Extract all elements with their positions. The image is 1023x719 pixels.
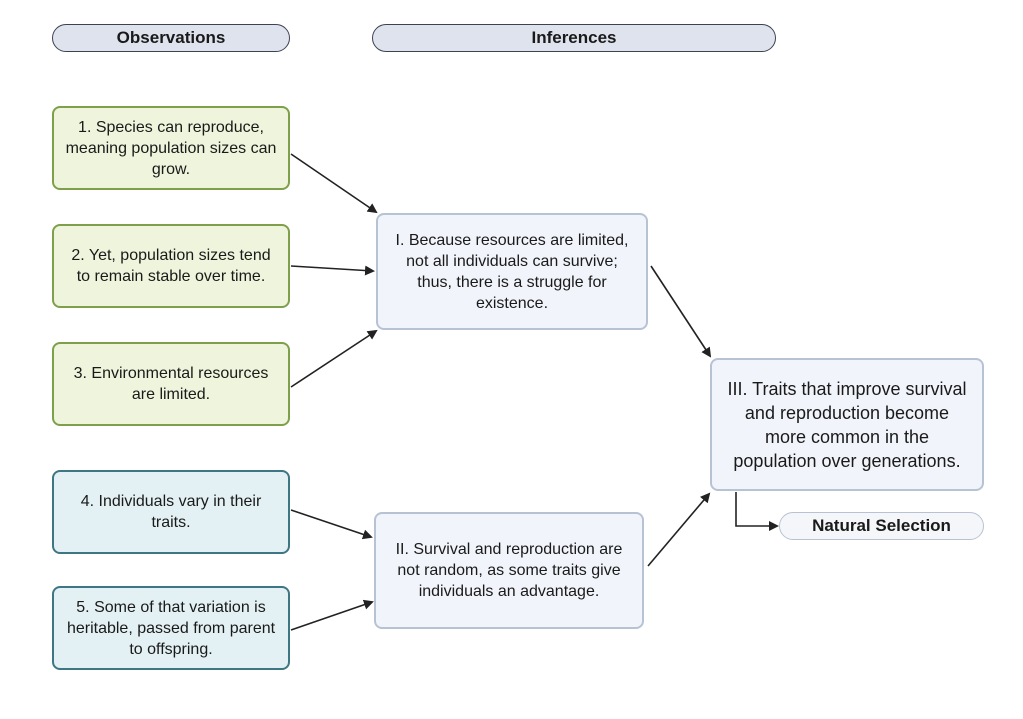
- observation-4-box: 4. Individuals vary in their traits.: [52, 470, 290, 554]
- observations-header-label: Observations: [116, 28, 226, 47]
- observation-5-box: 5. Some of that variation is heritable, …: [52, 586, 290, 670]
- natural-selection-pill: Natural Selection: [779, 512, 984, 540]
- observation-3-box: 3. Environmental resources are limited.: [52, 342, 290, 426]
- observation-1-text: 1. Species can reproduce, meaning popula…: [65, 118, 277, 178]
- inference-2-box: II. Survival and reproduction are not ra…: [374, 512, 644, 629]
- arrow-obs3-to-inf1: [290, 329, 378, 388]
- arrow-obs4-to-inf2: [290, 509, 373, 540]
- observation-4-text: 4. Individuals vary in their traits.: [80, 493, 262, 531]
- arrow-obs5-to-inf2: [290, 599, 374, 631]
- arrow-obs1-to-inf1: [290, 153, 378, 214]
- observation-3-text: 3. Environmental resources are limited.: [73, 365, 269, 403]
- observations-header: Observations: [52, 24, 290, 52]
- arrow-obs2-to-inf1: [290, 265, 375, 276]
- arrow-inf2-to-inf3: [647, 492, 711, 567]
- inference-1-box: I. Because resources are limited, not al…: [376, 213, 648, 330]
- arrow-inf3-to-natural-selection: [735, 492, 779, 531]
- inferences-header: Inferences: [372, 24, 776, 52]
- inference-3-box: III. Traits that improve survival and re…: [710, 358, 984, 491]
- inference-1-text: I. Because resources are limited, not al…: [395, 231, 629, 312]
- observation-2-box: 2. Yet, population sizes tend to remain …: [52, 224, 290, 308]
- arrow-inf1-to-inf3: [650, 265, 712, 358]
- inference-2-text: II. Survival and reproduction are not ra…: [395, 541, 623, 600]
- observation-1-box: 1. Species can reproduce, meaning popula…: [52, 106, 290, 190]
- inferences-header-label: Inferences: [531, 28, 617, 47]
- observation-5-text: 5. Some of that variation is heritable, …: [66, 598, 276, 658]
- observation-2-text: 2. Yet, population sizes tend to remain …: [71, 247, 271, 285]
- inference-3-text: III. Traits that improve survival and re…: [727, 378, 967, 471]
- natural-selection-label: Natural Selection: [812, 516, 951, 535]
